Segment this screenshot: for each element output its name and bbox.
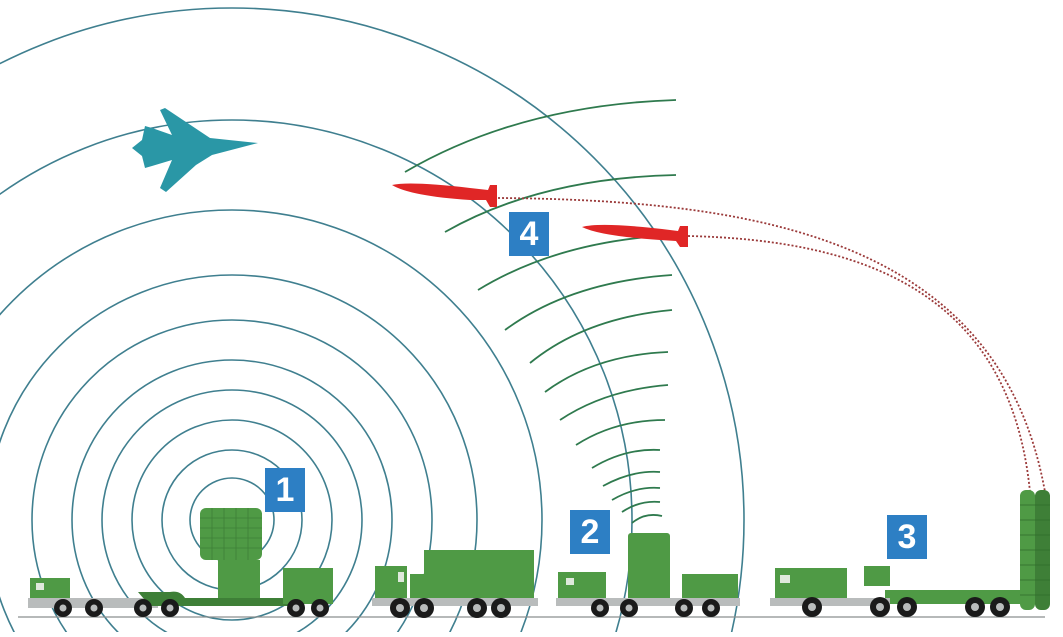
launch-tubes xyxy=(1020,490,1050,610)
fighter-aircraft-icon xyxy=(132,108,258,192)
badge-1: 1 xyxy=(265,468,305,512)
directional-waves xyxy=(404,99,677,524)
badge-4: 4 xyxy=(509,212,549,256)
radar-panel xyxy=(628,533,670,601)
radar-antenna xyxy=(200,508,262,560)
command-post-truck xyxy=(372,550,538,618)
missile-launcher-vehicle xyxy=(770,490,1050,617)
missile-trajectories xyxy=(497,197,1046,493)
cruise-missile-upper-icon xyxy=(392,183,497,207)
cruise-missile-lower-icon xyxy=(582,224,688,247)
surveillance-radar-vehicle xyxy=(28,508,333,617)
fire-control-radar-vehicle xyxy=(556,533,740,617)
radar-rings xyxy=(0,7,745,637)
badge-2: 2 xyxy=(570,510,610,554)
badge-3: 3 xyxy=(887,515,927,559)
